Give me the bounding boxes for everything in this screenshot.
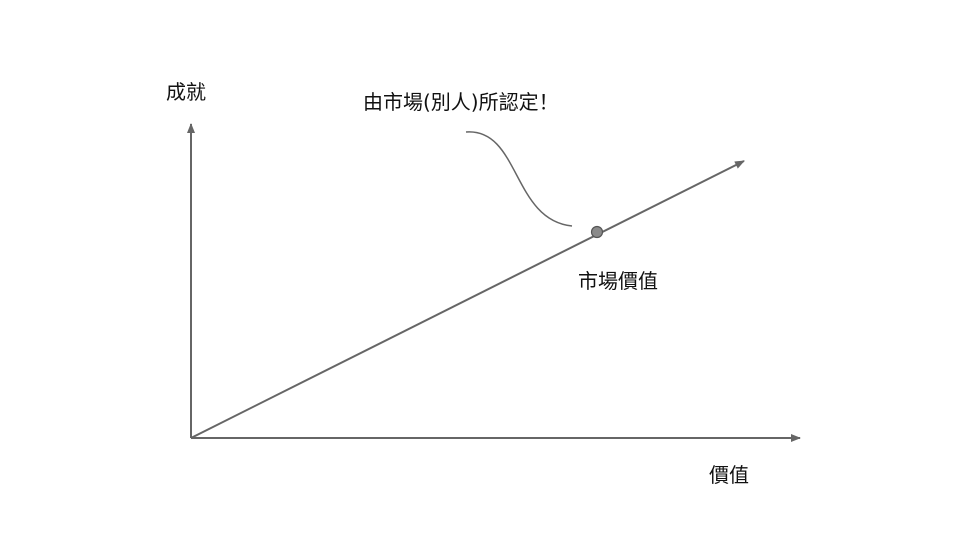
x-axis-label: 價值 (709, 463, 749, 487)
callout-annotation: 由市場(別人)所認定！ (363, 90, 559, 114)
value-trend-line (190, 160, 745, 439)
market-value-marker (590, 225, 604, 239)
y-axis-label: 成就 (166, 80, 206, 104)
point-label: 市場價值 (578, 269, 658, 293)
callout-connector (465, 131, 573, 227)
